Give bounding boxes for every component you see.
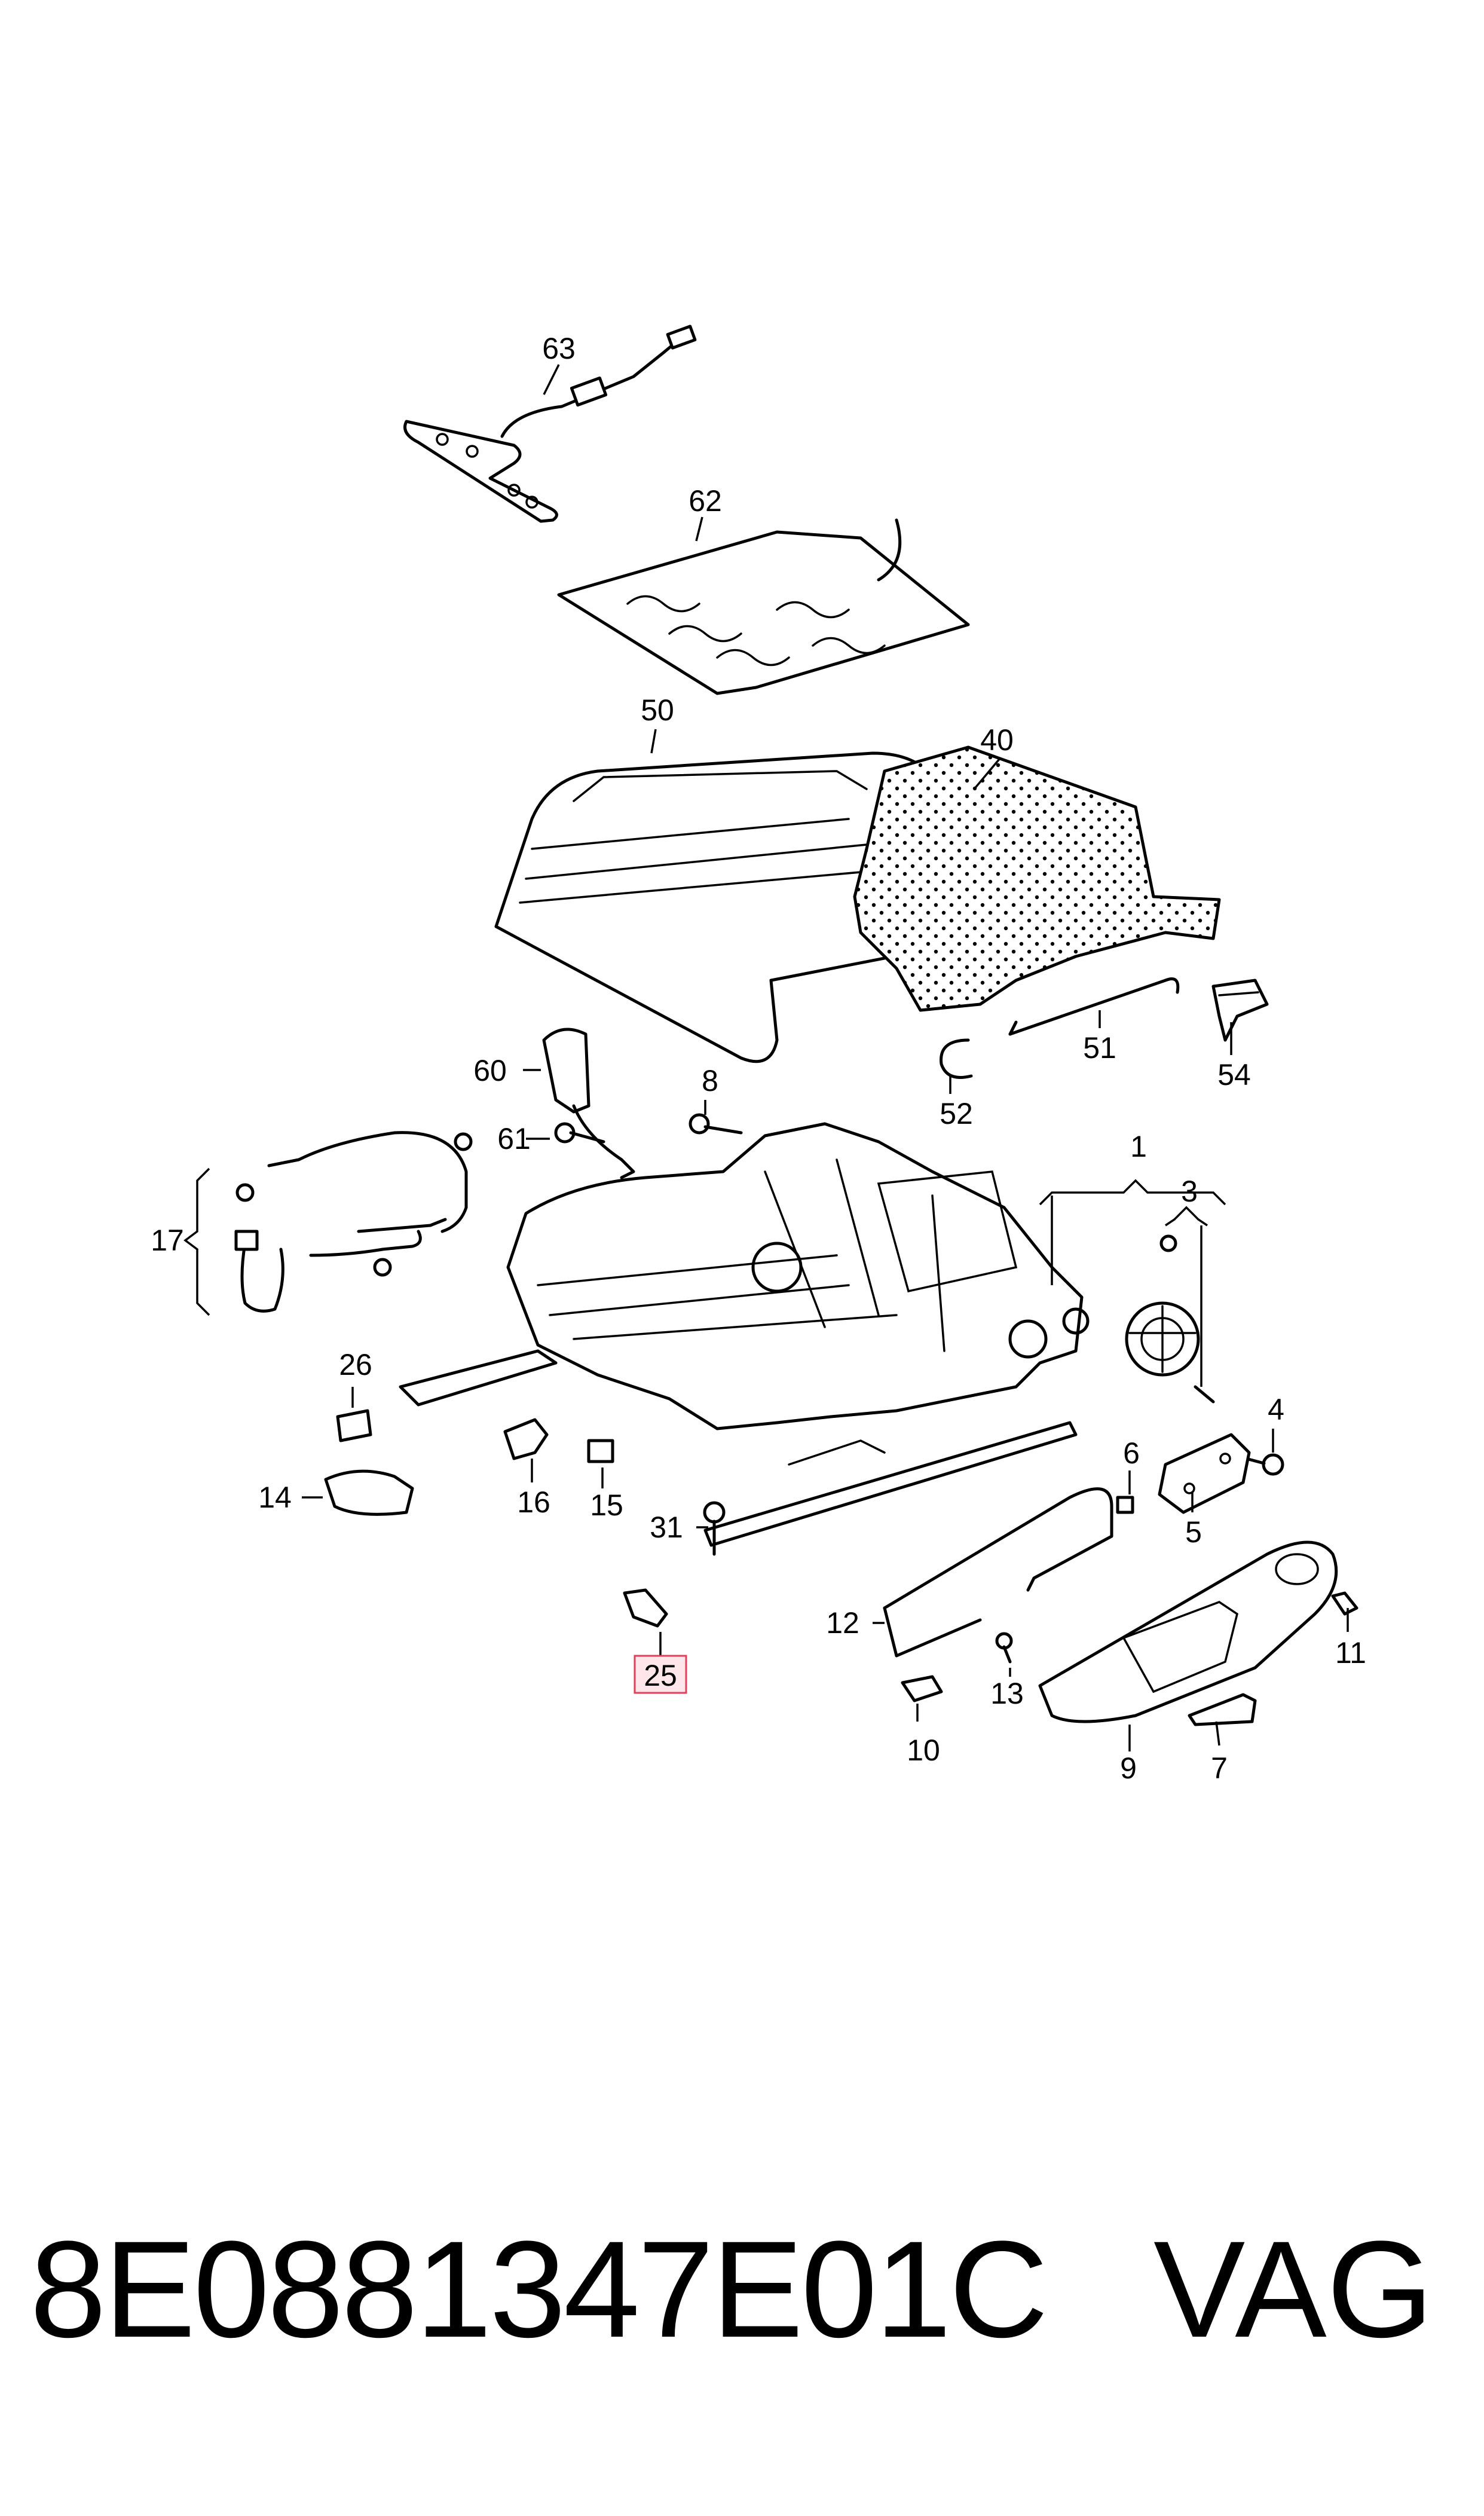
callout-62: 62 xyxy=(689,484,722,518)
brand-label: VAG xyxy=(1153,2212,1434,2366)
callout-15: 15 xyxy=(590,1488,623,1522)
footer: 8E0881347E01C VAG xyxy=(30,2221,1464,2358)
part-clip-54 xyxy=(1211,979,1269,1042)
group-brackets xyxy=(183,1167,1226,1387)
part-bolt-8 xyxy=(689,1113,743,1135)
callout-4: 4 xyxy=(1268,1393,1284,1426)
callout-16: 16 xyxy=(517,1485,550,1519)
callout-60: 60 xyxy=(473,1054,507,1087)
part-seat-rails xyxy=(399,1349,1078,1547)
part-clip-15 xyxy=(587,1439,614,1463)
part-clip-25 xyxy=(623,1588,668,1628)
part-knob-7 xyxy=(1188,1693,1257,1726)
callout-10: 10 xyxy=(907,1734,940,1767)
part-screw-13 xyxy=(995,1632,1013,1664)
part-number: 8E0881347E01C xyxy=(30,2212,1048,2366)
part-screw-4 xyxy=(1244,1453,1284,1476)
callout-54: 54 xyxy=(1217,1058,1251,1092)
part-clip-10 xyxy=(901,1675,943,1702)
callout-25: 25 xyxy=(644,1659,677,1692)
callout-17: 17 xyxy=(151,1224,184,1257)
part-wire-51 xyxy=(1008,977,1180,1036)
callout-labels: 63 62 50 40 51 52 54 60 61 8 1 3 17 4 6 … xyxy=(151,332,1366,1785)
part-ring-52 xyxy=(940,1038,973,1079)
part-bolt-61 xyxy=(554,1122,605,1144)
callout-12: 12 xyxy=(826,1606,859,1640)
part-bracket-5 xyxy=(1158,1433,1251,1514)
part-wiring-harness xyxy=(403,325,697,523)
callout-26: 26 xyxy=(339,1348,372,1381)
part-belt-buckle xyxy=(542,1028,635,1179)
part-latch-16 xyxy=(503,1418,549,1460)
part-motor-3 xyxy=(1125,1234,1215,1404)
callout-1: 1 xyxy=(1130,1130,1147,1163)
callout-40: 40 xyxy=(980,723,1014,757)
callout-31: 31 xyxy=(650,1511,683,1544)
callout-13: 13 xyxy=(990,1677,1024,1710)
callout-8: 8 xyxy=(702,1064,718,1097)
part-side-trim-9 xyxy=(1038,1540,1338,1723)
part-handle-14 xyxy=(324,1469,414,1516)
part-cables-17 xyxy=(234,1131,473,1313)
part-cable-12 xyxy=(883,1487,1113,1658)
part-heating-element xyxy=(557,518,970,695)
part-seat-frame xyxy=(506,1122,1090,1430)
callout-7: 7 xyxy=(1211,1751,1228,1785)
part-bolt-31 xyxy=(703,1501,726,1556)
callout-63: 63 xyxy=(542,332,576,365)
callout-3: 3 xyxy=(1181,1175,1198,1208)
callout-9: 9 xyxy=(1120,1751,1137,1785)
callout-51: 51 xyxy=(1083,1031,1116,1065)
callout-61: 61 xyxy=(497,1122,531,1155)
part-bracket-26 xyxy=(336,1409,372,1442)
part-seat-foam xyxy=(853,745,1221,1012)
part-clip-11 xyxy=(1331,1591,1358,1616)
callout-5: 5 xyxy=(1185,1515,1202,1549)
part-cap-6 xyxy=(1116,1496,1134,1514)
callout-11: 11 xyxy=(1335,1636,1366,1670)
callout-14: 14 xyxy=(258,1481,292,1514)
leader-lines xyxy=(302,364,1349,1751)
callout-50: 50 xyxy=(641,693,674,727)
callout-25-highlight[interactable]: 25 xyxy=(634,1655,687,1694)
callout-52: 52 xyxy=(940,1097,973,1130)
callout-6: 6 xyxy=(1123,1436,1140,1470)
